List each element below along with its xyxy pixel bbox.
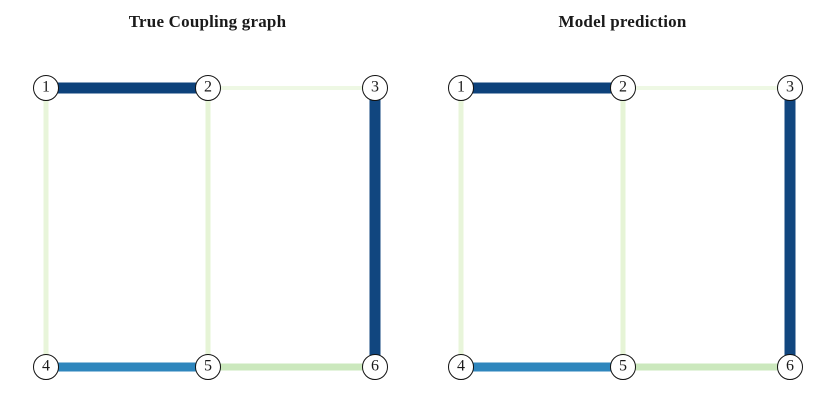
- graph-node-6[interactable]: 6: [777, 354, 803, 380]
- graph-node-label: 1: [457, 78, 465, 96]
- graph-node-2[interactable]: 2: [610, 75, 636, 101]
- graph-node-label: 2: [204, 78, 212, 96]
- graph-node-1[interactable]: 1: [33, 75, 59, 101]
- graph-node-3[interactable]: 3: [777, 75, 803, 101]
- panel-model-prediction: Model prediction 1 2 3 4 5 6: [415, 0, 830, 415]
- graph-node-5[interactable]: 5: [610, 354, 636, 380]
- graph-node-3[interactable]: 3: [362, 75, 388, 101]
- graph-node-label: 6: [786, 357, 794, 375]
- panel-title-true: True Coupling graph: [128, 12, 287, 31]
- graph-node-4[interactable]: 4: [33, 354, 59, 380]
- panel-title-pred: Model prediction: [558, 12, 687, 31]
- graph-node-4[interactable]: 4: [448, 354, 474, 380]
- graph-node-label: 3: [371, 78, 379, 96]
- graph-node-label: 4: [457, 357, 465, 375]
- graph-node-5[interactable]: 5: [195, 354, 221, 380]
- panel-true-coupling-graph: True Coupling graph 1 2 3 4 5 6: [33, 12, 388, 380]
- graph-node-1[interactable]: 1: [448, 75, 474, 101]
- graph-node-label: 6: [371, 357, 379, 375]
- graph-node-label: 2: [619, 78, 627, 96]
- graph-node-2[interactable]: 2: [195, 75, 221, 101]
- graph-node-label: 1: [42, 78, 50, 96]
- graph-true-coupling: [43, 82, 381, 372]
- graph-node-6[interactable]: 6: [362, 354, 388, 380]
- graph-node-label: 4: [42, 357, 50, 375]
- graph-node-label: 3: [786, 78, 794, 96]
- graph-model-prediction: [458, 82, 796, 372]
- graph-node-label: 5: [619, 357, 627, 375]
- graph-node-label: 5: [204, 357, 212, 375]
